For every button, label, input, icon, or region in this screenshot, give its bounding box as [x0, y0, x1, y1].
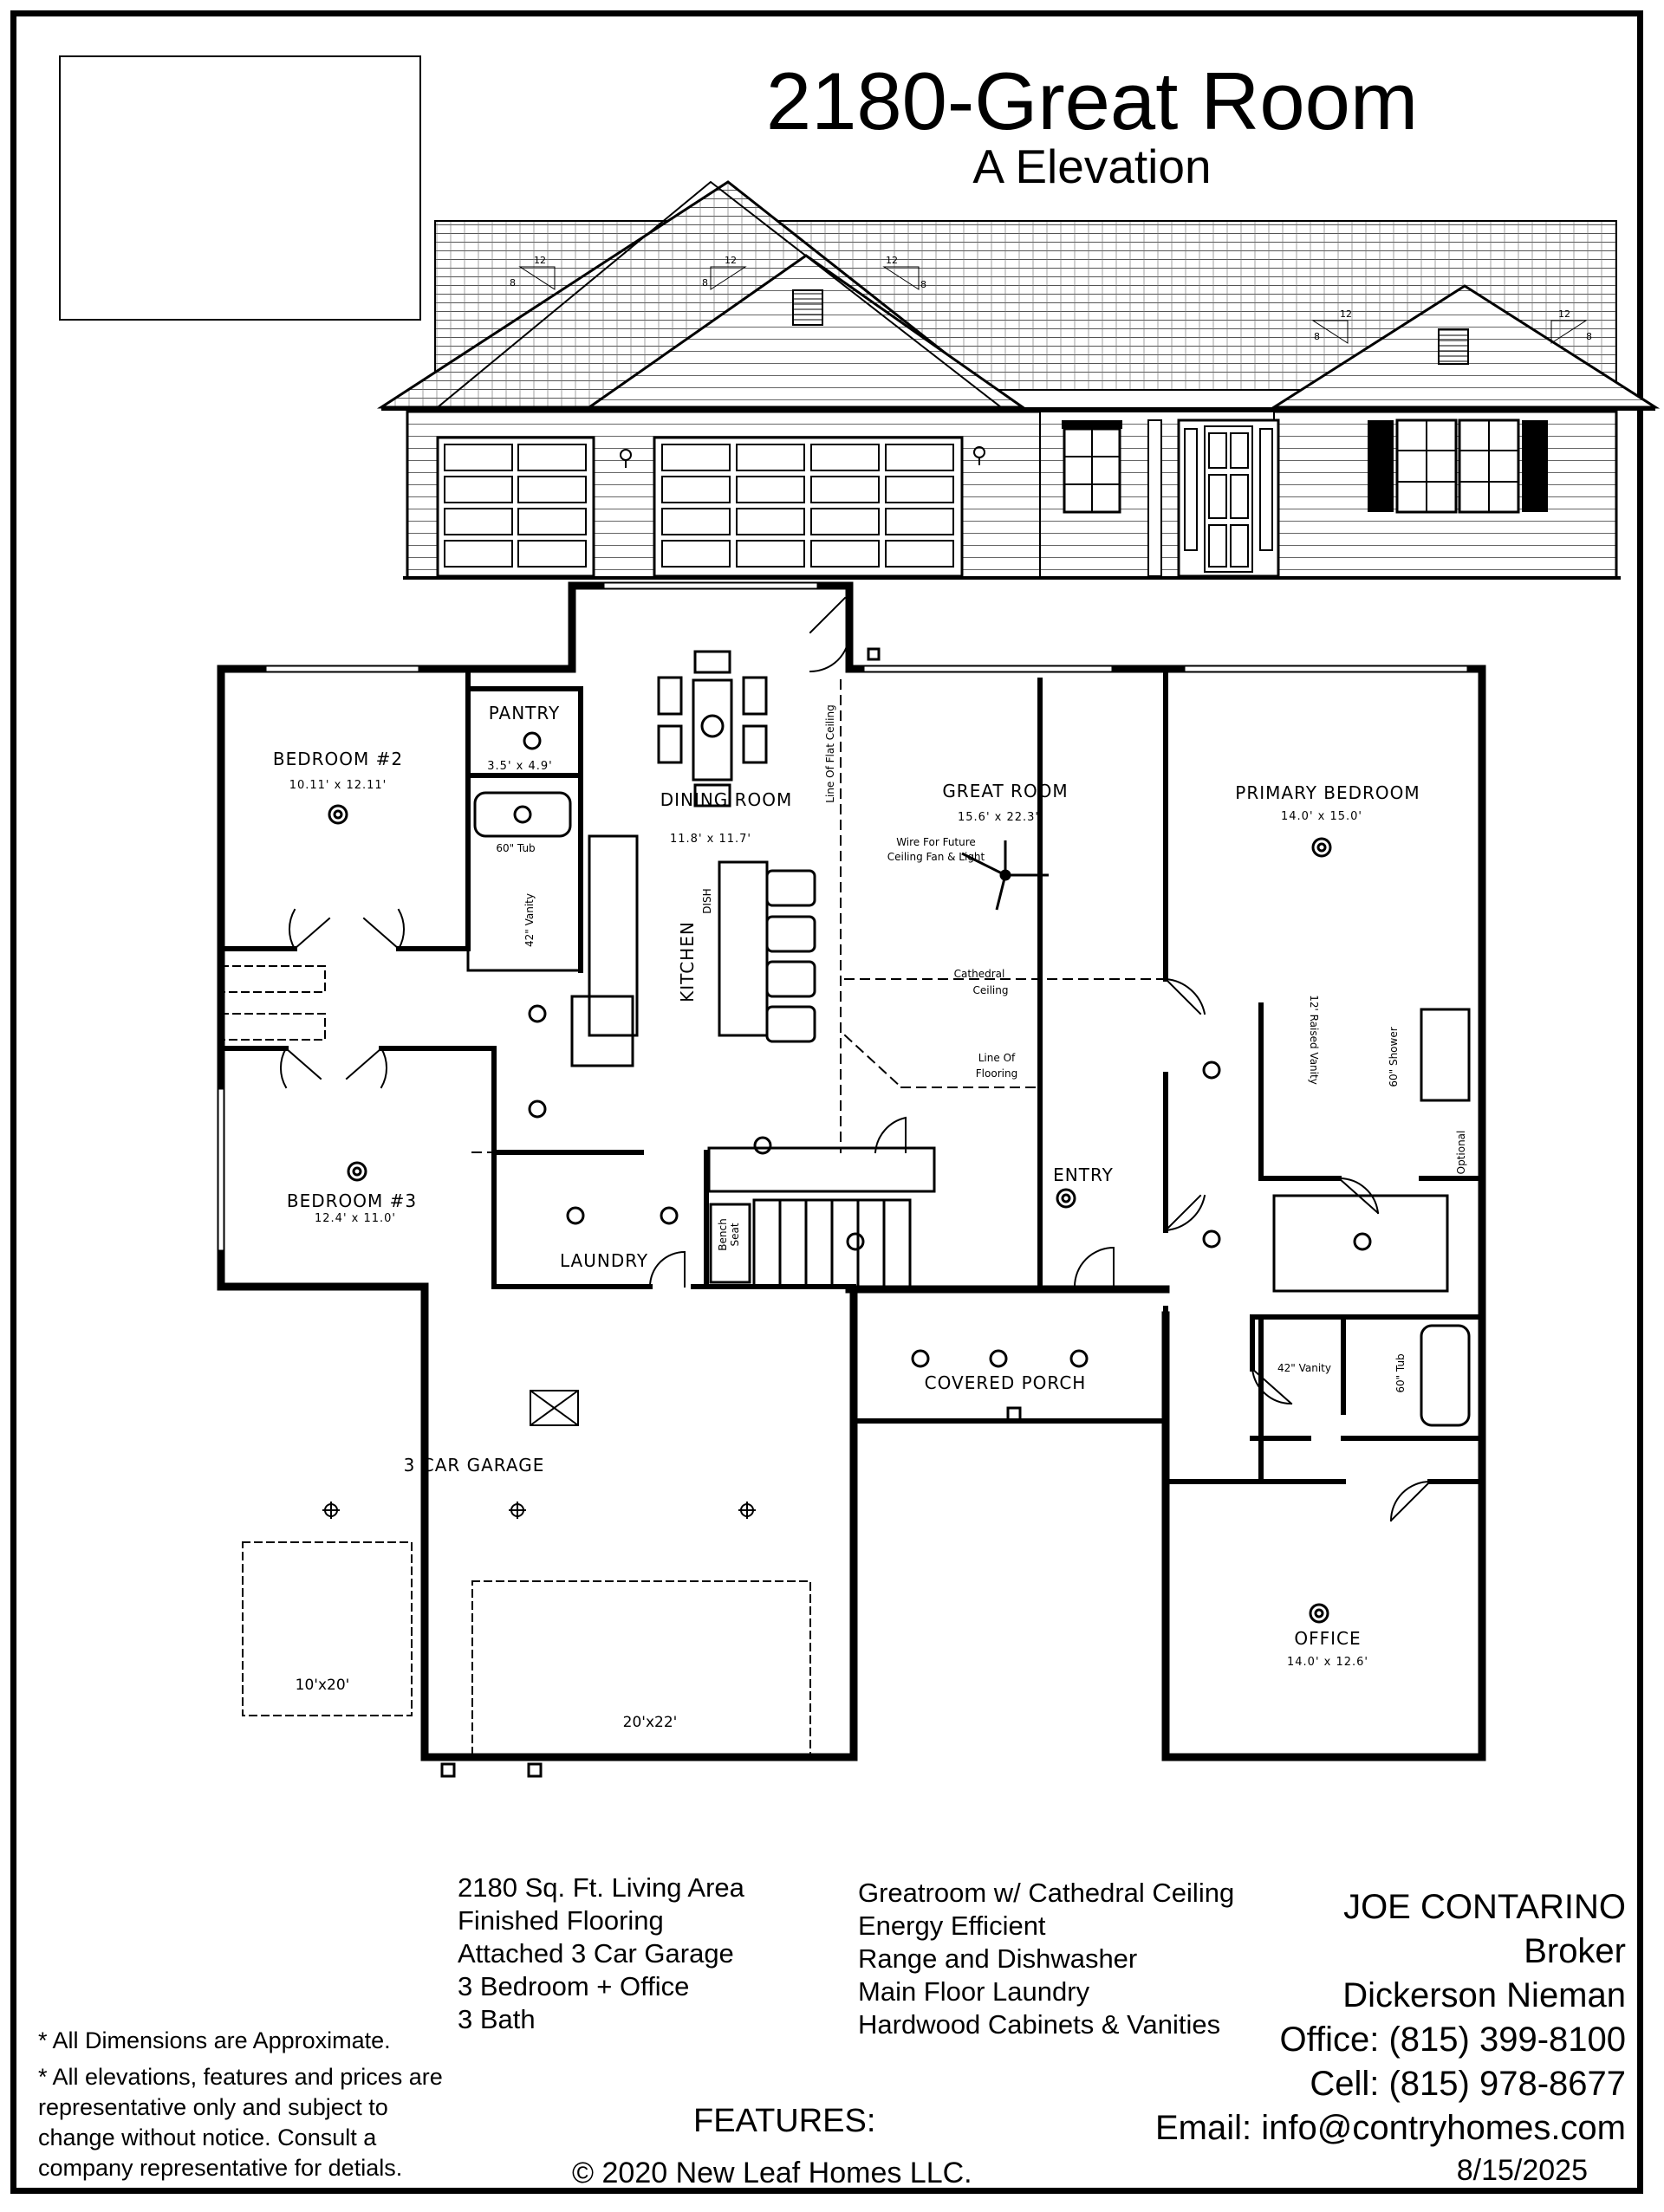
feature-item: Hardwood Cabinets & Vanities: [858, 2009, 1221, 2040]
contact-name: JOE CONTARINO: [1343, 1888, 1626, 1926]
pitch-label: 12: [725, 255, 737, 266]
contact-email: Email: info@contryhomes.com: [1154, 2109, 1626, 2147]
double-garage-door-icon: [653, 436, 964, 578]
gable-vent-icon: [792, 289, 823, 326]
note-disclaimer-line: representative only and subject to: [38, 2094, 388, 2120]
feature-item: 2180 Sq. Ft. Living Area: [458, 1872, 744, 1903]
features-list-2: Greatroom w/ Cathedral Ceiling Energy Ef…: [858, 1877, 1234, 2041]
feature-item: 3 Bath: [458, 2004, 536, 2034]
logo-placeholder-box: [59, 55, 421, 321]
plan-subtitle: A Elevation: [972, 139, 1212, 193]
front-door-icon: [1147, 418, 1280, 578]
wall-light-icon: [973, 446, 985, 465]
contact-block: JOE CONTARINO Broker Dickerson Nieman Of…: [1155, 1885, 1626, 2190]
feature-item: Range and Dishwasher: [858, 1943, 1138, 1974]
gable-vent-icon: [1438, 328, 1469, 365]
contact-date: 8/15/2025: [1456, 2154, 1588, 2187]
feature-item: Greatroom w/ Cathedral Ceiling: [858, 1878, 1235, 1908]
double-window-icon: [1368, 418, 1548, 514]
note-disclaimer-line: * All elevations, features and prices ar…: [38, 2064, 443, 2090]
page-border: [10, 10, 1643, 2194]
feature-item: Main Floor Laundry: [858, 1976, 1090, 2007]
single-garage-door-icon: [436, 436, 595, 578]
feature-item: Energy Efficient: [858, 1910, 1046, 1941]
pitch-label: 8: [510, 277, 516, 289]
pitch-label: 12: [1558, 308, 1570, 320]
note-disclaimer-line: change without notice. Consult a: [38, 2124, 377, 2150]
pitch-label: 12: [886, 255, 898, 266]
contact-office-phone: Office: (815) 399-8100: [1279, 2021, 1626, 2059]
feature-item: Attached 3 Car Garage: [458, 1938, 734, 1969]
pitch-label: 8: [1314, 331, 1320, 342]
note-dimensions: * All Dimensions are Approximate.: [38, 2027, 391, 2053]
contact-role: Broker: [1524, 1932, 1626, 1970]
window-icon: [1062, 420, 1122, 514]
pitch-label: 8: [920, 279, 926, 290]
plan-title: 2180-Great Room: [765, 55, 1419, 146]
features-list-1: 2180 Sq. Ft. Living Area Finished Floori…: [458, 1871, 744, 2036]
note-disclaimer: * All elevations, features and prices ar…: [38, 2062, 443, 2183]
front-elevation-drawing: 12 8 12 8 12 8 12 8 12 8: [376, 180, 1661, 580]
pitch-label: 12: [534, 255, 546, 266]
pitch-label: 12: [1340, 308, 1352, 320]
wall-light-icon: [620, 449, 632, 468]
features-heading: FEATURES:: [693, 2103, 876, 2139]
feature-item: 3 Bedroom + Office: [458, 1971, 690, 2001]
pitch-label: 8: [702, 277, 708, 289]
copyright: © 2020 New Leaf Homes LLC.: [572, 2157, 972, 2189]
feature-item: Finished Flooring: [458, 1905, 664, 1936]
note-disclaimer-line: company representative for detials.: [38, 2155, 403, 2181]
contact-company: Dickerson Nieman: [1342, 1976, 1626, 2014]
pitch-label: 8: [1586, 331, 1592, 342]
contact-cell-phone: Cell: (815) 978-8677: [1310, 2065, 1626, 2103]
